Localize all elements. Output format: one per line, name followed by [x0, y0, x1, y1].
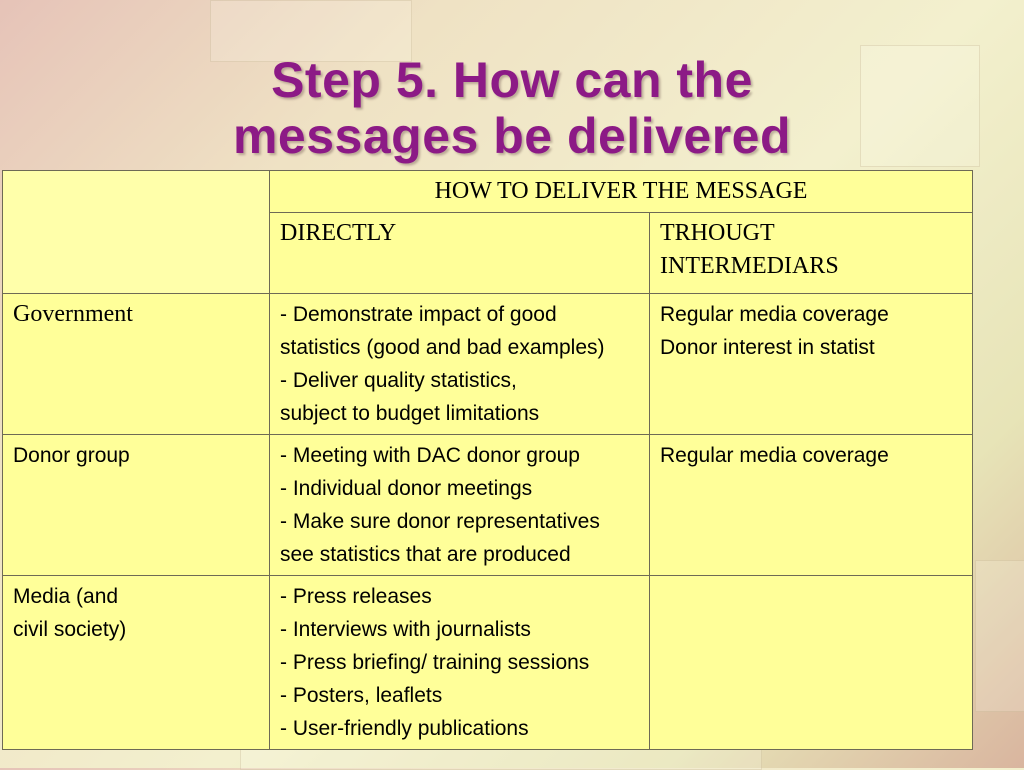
intermediaries-line: Regular media coverage: [660, 444, 889, 467]
intermediaries-line: Donor interest in statist: [660, 336, 875, 359]
row-label: Donor group: [13, 444, 130, 467]
directly-cell: - Press releases - Interviews with journ…: [269, 575, 650, 750]
directly-line: subject to budget limitations: [280, 402, 540, 425]
directly-line: - Demonstrate impact of good: [280, 303, 557, 326]
directly-line: - Deliver quality statistics,: [280, 369, 517, 392]
header-cell: HOW TO DELIVER THE MESSAGE: [268, 170, 974, 213]
row-label-cell: Donor group: [2, 434, 270, 576]
column-header-directly: DIRECTLY: [269, 212, 650, 294]
row-label: Media (and: [13, 585, 119, 608]
directly-line: - Interviews with journalists: [280, 618, 531, 641]
table-row: Media (and civil society) - Press releas…: [2, 575, 974, 750]
directly-line: - Posters, leaflets: [280, 684, 443, 707]
directly-line: - Press briefing/ training sessions: [280, 651, 590, 674]
background-block: [210, 0, 412, 62]
directly-cell: - Meeting with DAC donor group - Individ…: [269, 434, 650, 576]
row-label-cell: Media (and civil society): [2, 575, 270, 750]
directly-line: - Make sure donor representatives: [280, 510, 600, 533]
column-header-intermediaries: TRHOUGT INTERMEDIARS: [648, 212, 974, 294]
table-row: Donor group - Meeting with DAC donor gro…: [2, 434, 974, 576]
directly-line: see statistics that are produced: [280, 543, 571, 566]
intermediaries-cell: [648, 575, 974, 750]
directly-line: - User-friendly publications: [280, 717, 529, 740]
column-header-intermediaries-line-2: INTERMEDIARS: [660, 253, 839, 279]
column-header-directly-label: DIRECTLY: [280, 220, 397, 246]
slide-title-line-1: Step 5. How can the: [271, 52, 753, 108]
intermediaries-cell: Regular media coverage Donor interest in…: [648, 293, 974, 435]
slide-title-area: Step 5. How can the messages be delivere…: [0, 0, 1024, 172]
background-block: [860, 45, 980, 167]
table-row: Government - Demonstrate impact of good …: [2, 293, 974, 435]
empty-corner-cell: [2, 170, 270, 294]
intermediaries-cell: Regular media coverage: [648, 434, 974, 576]
intermediaries-line: Regular media coverage: [660, 303, 889, 326]
directly-line: - Press releases: [280, 585, 432, 608]
delivery-table: HOW TO DELIVER THE MESSAGE DIRECTLY TRHO…: [2, 170, 974, 750]
row-label: civil society): [13, 618, 127, 641]
directly-cell: - Demonstrate impact of good statistics …: [269, 293, 650, 435]
row-label-cell: Government: [2, 293, 270, 435]
slide-title-line-2: messages be delivered: [232, 108, 792, 164]
column-header-intermediaries-line-1: TRHOUGT: [660, 220, 775, 246]
directly-line: - Individual donor meetings: [280, 477, 533, 500]
directly-line: - Meeting with DAC donor group: [280, 444, 580, 467]
background-block: [975, 560, 1024, 712]
slide-title: Step 5. How can the messages be delivere…: [0, 52, 1024, 164]
directly-line: statistics (good and bad examples): [280, 336, 605, 359]
row-label: Government: [13, 301, 133, 327]
